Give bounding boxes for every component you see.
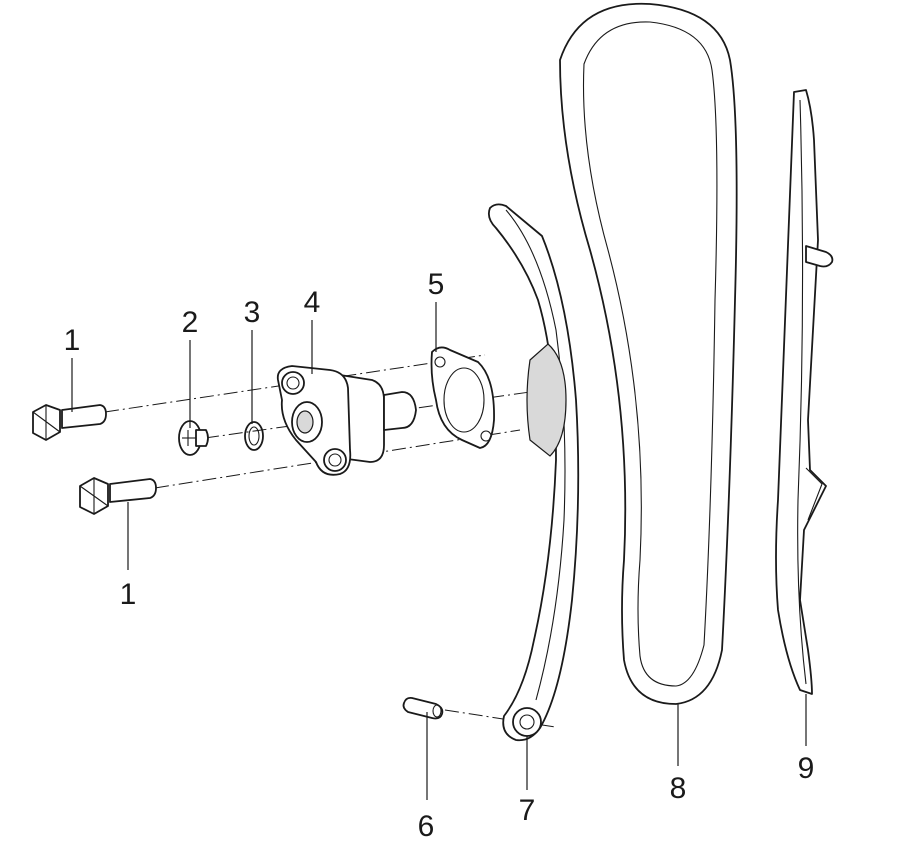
o-ring-part [244,421,264,451]
pin-part [402,696,444,720]
callout-8: 8 [670,772,687,805]
callout-6: 6 [418,810,435,843]
callout-1-lower: 1 [120,578,137,611]
leader-lines [71,302,807,800]
chain-part [559,2,738,705]
plug-part [178,420,209,456]
bolt-lower-part [79,477,157,515]
bolt-upper-part [32,404,107,441]
callout-7: 7 [519,794,536,827]
callout-2: 2 [182,306,199,339]
guide-rail-part [775,89,834,695]
callout-labels: 1 2 3 4 5 6 7 8 9 1 [64,268,815,843]
callout-9: 9 [798,752,815,785]
callout-4: 4 [304,286,321,319]
tensioner-part [276,365,417,476]
gasket-part [430,346,495,449]
callout-3: 3 [244,296,261,329]
callout-5: 5 [428,268,445,301]
callout-1-upper: 1 [64,324,81,357]
tensioner-rail-part [487,203,580,742]
